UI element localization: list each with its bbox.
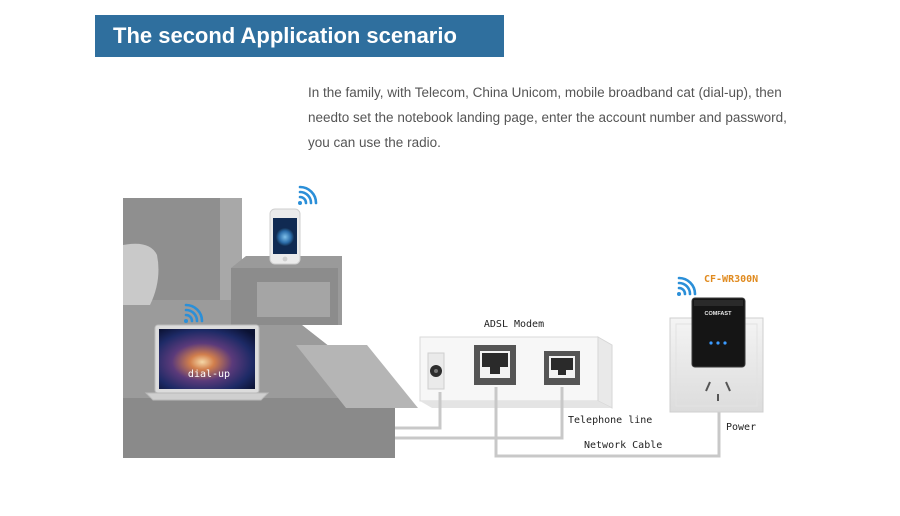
laptop-label: dial-up <box>188 369 230 380</box>
page-title: The second Application scenario <box>95 15 504 57</box>
scenario-description: In the family, with Telecom, China Unico… <box>308 80 828 155</box>
wifi-icon <box>298 185 318 205</box>
network-cable-label: Network Cable <box>584 440 662 451</box>
phone-icon <box>269 208 301 265</box>
power-cable-modem <box>395 392 442 430</box>
router-icon: COMFAST <box>691 297 746 368</box>
power-label: Power <box>726 422 756 433</box>
description-line: In the family, with Telecom, China Unico… <box>308 85 782 100</box>
device-name-label: CF-WR300N <box>704 274 758 285</box>
modem-label: ADSL Modem <box>484 319 544 330</box>
description-line: you can use the radio. <box>308 135 441 150</box>
pillow <box>123 243 159 305</box>
telephone-cable <box>395 387 564 440</box>
router-brand: COMFAST <box>705 311 733 317</box>
wifi-icon <box>677 276 697 296</box>
laptop-icon: dial-up <box>144 324 270 401</box>
description-line: needto set the notebook landing page, en… <box>308 110 787 125</box>
mat <box>296 345 418 408</box>
modem-icon: ADSL Modem <box>419 319 613 409</box>
wifi-icon <box>184 303 204 323</box>
telephone-line-label: Telephone line <box>568 415 652 426</box>
